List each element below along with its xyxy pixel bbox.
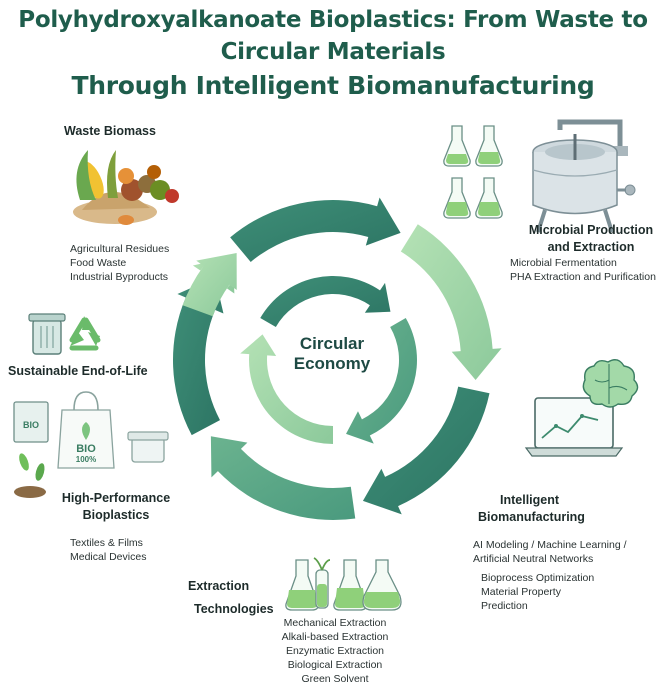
inner-cycle-ring [240, 275, 417, 444]
microbial-list: Microbial Fermentation PHA Extraction an… [510, 256, 656, 284]
title-line-3: Through Intelligent Biomanufacturing [71, 71, 595, 100]
intelligent-title: Intelligent Biomanufacturing [478, 492, 585, 526]
bio-box-label: BIO [23, 420, 39, 430]
laptop-ai-icon [524, 359, 639, 457]
bacteria-icon [14, 453, 46, 498]
waste-biomass-illustration [73, 150, 179, 225]
extraction-title-1: Extraction [188, 579, 250, 593]
performance-title-1: High-Performance [61, 491, 171, 505]
intelligent-process-list: Bioprocess Optimization Material Propert… [481, 571, 594, 613]
bio-percent-label: 100% [76, 455, 96, 464]
intelligent-item: Prediction [481, 600, 528, 612]
outer-arrow-3 [362, 386, 490, 515]
recycle-icon [69, 316, 101, 351]
recycle-bin-icon [28, 313, 66, 355]
performance-title: High-Performance Bioplastics [60, 490, 172, 524]
intelligent-item: Artificial Neutral Networks [473, 553, 594, 565]
waste-item: Food Waste [70, 257, 127, 269]
extraction-item: Green Solvent [301, 673, 369, 685]
waste-item: Industrial Byproducts [70, 271, 169, 283]
microbial-title-2: and Extraction [547, 240, 635, 254]
bioplastic-products-illustration: BIO BIO 100% [13, 391, 169, 498]
outer-arrow-1 [230, 197, 401, 262]
performance-item: Medical Devices [70, 551, 147, 563]
center-line-2: Economy [293, 354, 371, 373]
page-title: Polyhydroxyalkanoate Bioplastics: From W… [0, 4, 666, 104]
corn-icon [76, 150, 104, 200]
microbial-item: Microbial Fermentation [510, 257, 617, 269]
end-of-life-title: Sustainable End-of-Life [8, 364, 148, 378]
performance-title-2: Bioplastics [82, 508, 150, 522]
extraction-title: Extraction Technologies [188, 578, 274, 618]
microbial-item: PHA Extraction and Purification [510, 271, 656, 283]
outer-arrow-5 [173, 277, 224, 436]
microbial-title: Microbial Production and Extraction [516, 222, 666, 256]
intelligent-title-2: Biomanufacturing [478, 510, 585, 524]
intelligent-item: Bioprocess Optimization [481, 572, 595, 584]
flask-group-top [443, 125, 503, 219]
waste-biomass-title: Waste Biomass [64, 124, 156, 138]
title-line-1: Polyhydroxyalkanoate Bioplastics: From W… [18, 7, 648, 33]
performance-list: Textiles & Films Medical Devices [70, 536, 146, 564]
outer-arrow-7 [182, 252, 237, 317]
center-label: Circular Economy [262, 334, 402, 374]
title-line-2: Circular Materials [220, 39, 446, 65]
extraction-title-2: Technologies [194, 602, 274, 616]
intelligent-item: AI Modeling / Machine Learning / [473, 539, 627, 551]
intelligent-ai-list: AI Modeling / Machine Learning / Artific… [473, 538, 627, 566]
waste-item: Agricultural Residues [70, 243, 170, 255]
inner-arrow-1 [260, 275, 391, 327]
extraction-item: Mechanical Extraction [283, 617, 387, 629]
microbial-title-1: Microbial Production [528, 223, 654, 237]
intelligent-item: Material Property [481, 586, 561, 598]
bioreactor-icon [532, 119, 636, 233]
outer-cycle-ring [173, 197, 502, 520]
waste-biomass-list: Agricultural Residues Food Waste Industr… [70, 242, 169, 284]
flask-group-bottom [285, 557, 402, 611]
extraction-item: Biological Extraction [287, 659, 383, 671]
outer-arrow-4 [210, 436, 356, 520]
brain-icon [582, 359, 639, 408]
outer-arrow-2 [400, 224, 502, 381]
bio-bag-label: BIO [76, 443, 96, 455]
extraction-item: Alkali-based Extraction [281, 631, 389, 643]
performance-item: Textiles & Films [70, 537, 143, 549]
extraction-list: Mechanical Extraction Alkali-based Extra… [268, 616, 402, 686]
center-line-1: Circular [299, 334, 365, 353]
inner-arrow-3 [240, 334, 333, 444]
extraction-item: Enzymatic Extraction [285, 645, 385, 657]
intelligent-title-1: Intelligent [500, 493, 560, 507]
inner-arrow-2 [346, 318, 417, 444]
